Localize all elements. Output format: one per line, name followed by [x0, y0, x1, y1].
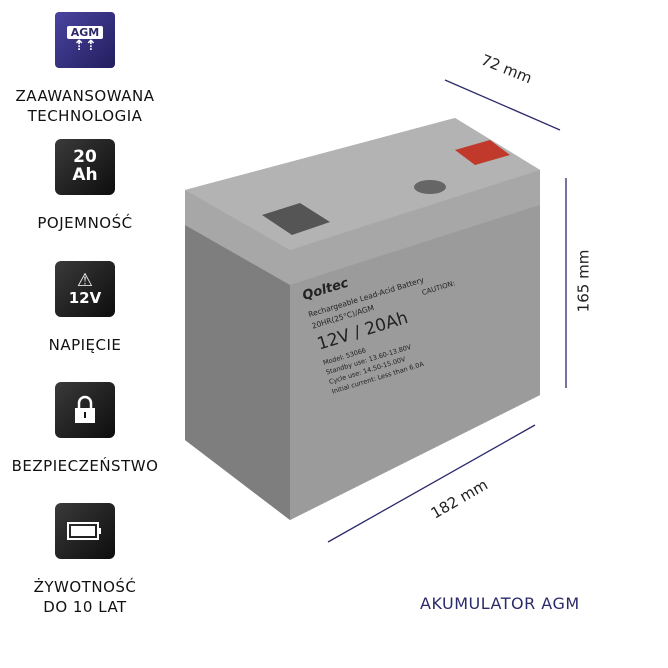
agm-icon: AGM ⇡⇡: [55, 12, 115, 68]
lock-icon: [55, 382, 115, 438]
feature-voltage: ⚠12V NAPIĘCIE: [0, 261, 170, 355]
height-label: 165 mm: [574, 249, 593, 313]
positive-terminal: [455, 140, 510, 165]
battery-icon: [55, 503, 115, 559]
width-dimension-line: [327, 424, 536, 543]
feature-label: ŻYWOTNOŚĆ: [33, 578, 137, 596]
feature-safety: BEZPIECZEŃSTWO: [0, 382, 170, 476]
feature-label: POJEMNOŚĆ: [37, 214, 133, 232]
voltage-icon: ⚠12V: [55, 261, 115, 317]
feature-label: ZAAWANSOWANA: [15, 87, 155, 105]
feature-label: BEZPIECZEŃSTWO: [11, 457, 159, 475]
feature-label: NAPIĘCIE: [48, 336, 122, 354]
feature-label: TECHNOLOGIA: [27, 107, 143, 125]
negative-terminal: [262, 203, 330, 235]
feature-agm: AGM ⇡⇡ ZAAWANSOWANA TECHNOLOGIA: [0, 12, 170, 126]
feature-lifetime: ŻYWOTNOŚĆ DO 10 LAT: [0, 503, 170, 617]
product-title: AKUMULATOR AGM: [420, 594, 580, 613]
feature-label: DO 10 LAT: [43, 598, 127, 616]
depth-dimension-line: [444, 79, 561, 131]
